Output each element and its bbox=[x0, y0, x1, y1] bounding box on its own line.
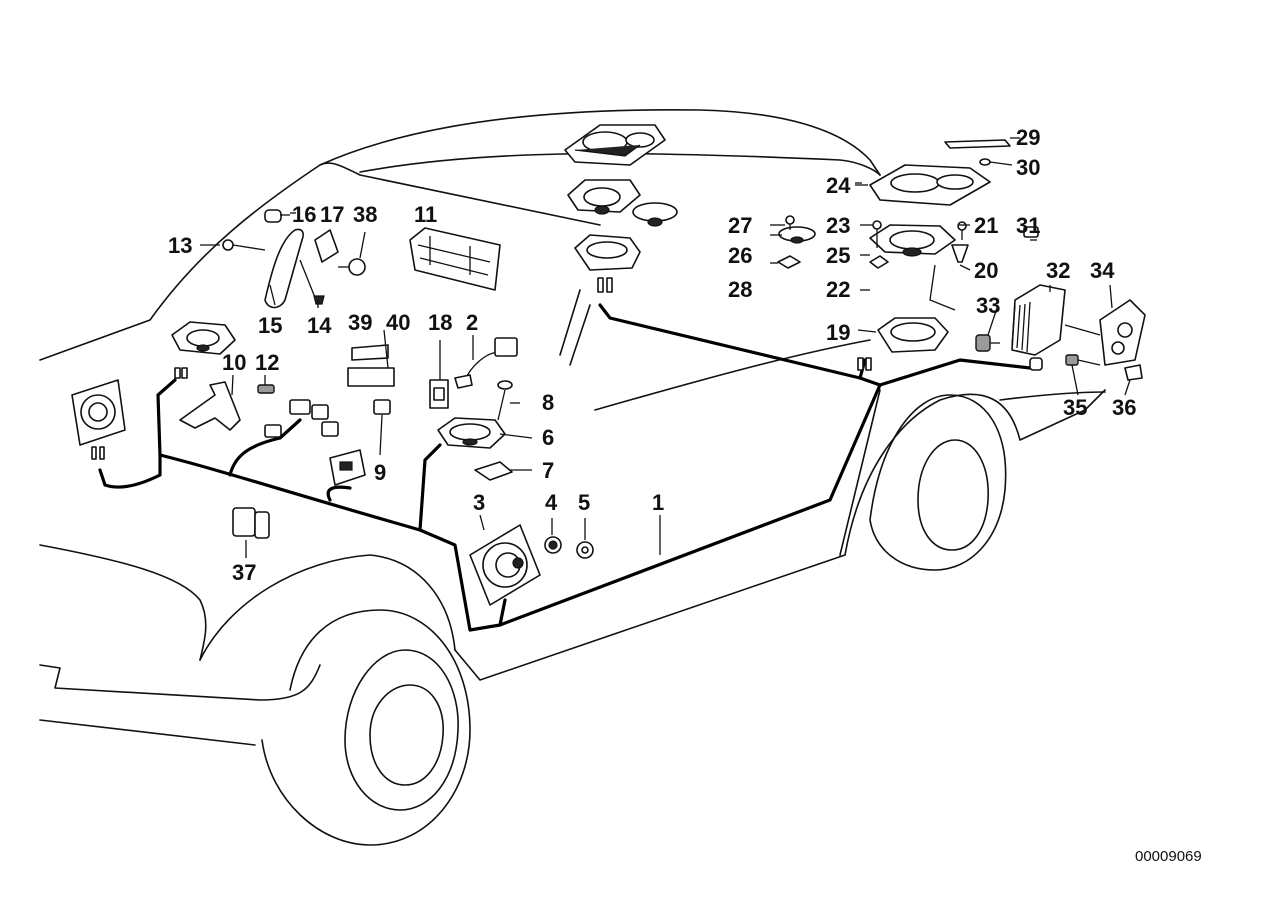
label-33: 33 bbox=[976, 293, 1000, 318]
label-22: 22 bbox=[826, 277, 850, 302]
label-25: 25 bbox=[826, 243, 850, 268]
part-8-screw bbox=[497, 380, 513, 421]
part-32-amplifier bbox=[1011, 284, 1066, 356]
label-9: 9 bbox=[374, 460, 386, 485]
front-kick-speaker bbox=[71, 379, 126, 460]
label-8: 8 bbox=[542, 390, 554, 415]
part-12-bolt bbox=[257, 384, 275, 394]
rear-shelf-grille-left bbox=[564, 124, 666, 166]
part-11-radio-bracket bbox=[409, 227, 501, 291]
part-39-40-labels bbox=[347, 344, 395, 387]
part-labels: 1 2 3 4 5 6 7 8 9 10 12 11 13 14 15 16 1… bbox=[168, 125, 1136, 585]
label-34: 34 bbox=[1090, 258, 1115, 283]
label-36: 36 bbox=[1112, 395, 1136, 420]
part-36-clip bbox=[1124, 364, 1143, 381]
label-37: 37 bbox=[232, 560, 256, 585]
label-3: 3 bbox=[473, 490, 485, 515]
part-35-screw bbox=[1065, 354, 1101, 366]
label-11: 11 bbox=[414, 202, 437, 227]
label-38: 38 bbox=[353, 202, 377, 227]
label-20: 20 bbox=[974, 258, 998, 283]
wiring-harness bbox=[98, 303, 1032, 632]
part-16-cap bbox=[264, 209, 282, 223]
part-9-connector bbox=[329, 449, 366, 486]
part-5-nut bbox=[576, 541, 594, 559]
part-20-clip bbox=[929, 221, 969, 311]
label-35: 35 bbox=[1063, 395, 1087, 420]
label-dashes bbox=[290, 182, 862, 214]
part-9-relay bbox=[373, 399, 391, 415]
label-19: 19 bbox=[826, 320, 850, 345]
label-40: 40 bbox=[386, 310, 410, 335]
label-27: 27 bbox=[728, 213, 752, 238]
rear-speaker-oval bbox=[567, 179, 678, 227]
label-4: 4 bbox=[545, 490, 558, 515]
part-17-tweeter bbox=[299, 229, 339, 306]
part-34-bracket bbox=[1064, 299, 1146, 366]
part-2-cable bbox=[454, 337, 518, 389]
label-29: 29 bbox=[1016, 125, 1040, 150]
part-33-grommet bbox=[975, 334, 1043, 371]
label-15: 15 bbox=[258, 313, 282, 338]
label-6: 6 bbox=[542, 425, 554, 450]
label-30: 30 bbox=[1016, 155, 1040, 180]
part-19-speaker bbox=[857, 317, 949, 371]
label-28: 28 bbox=[728, 277, 752, 302]
part-38-plug bbox=[338, 258, 366, 276]
label-26: 26 bbox=[728, 243, 752, 268]
part-18-switch bbox=[429, 379, 449, 409]
label-32: 32 bbox=[1046, 258, 1070, 283]
front-door-speaker-oval bbox=[171, 321, 236, 355]
label-24: 24 bbox=[826, 173, 851, 198]
leader-lines bbox=[200, 137, 1131, 558]
speaker-housing-center bbox=[574, 234, 641, 293]
part-6-speaker bbox=[437, 417, 506, 449]
part-4-washer bbox=[544, 536, 562, 554]
label-23: 23 bbox=[826, 213, 850, 238]
label-7: 7 bbox=[542, 458, 554, 483]
part-31-connector bbox=[1023, 226, 1039, 238]
part-10-bracket bbox=[174, 367, 241, 431]
car-body-outline bbox=[39, 109, 1106, 846]
label-10: 10 bbox=[222, 350, 246, 375]
part-25-speaker bbox=[869, 220, 956, 269]
part-7-bracket bbox=[474, 461, 513, 481]
label-21: 21 bbox=[974, 213, 998, 238]
label-31: 31 bbox=[1016, 213, 1040, 238]
label-39: 39 bbox=[348, 310, 372, 335]
label-14: 14 bbox=[307, 313, 332, 338]
label-12: 12 bbox=[255, 350, 279, 375]
part-26-tweeter bbox=[777, 215, 816, 269]
part-3-speaker bbox=[469, 524, 541, 606]
part-37-connector bbox=[232, 507, 270, 539]
catalog-number: 00009069 bbox=[1135, 848, 1202, 865]
label-17: 17 bbox=[320, 202, 344, 227]
label-13: 13 bbox=[168, 233, 192, 258]
rear-shelf-grille-right bbox=[869, 164, 991, 206]
part-15-pillar-trim bbox=[264, 228, 304, 309]
label-5: 5 bbox=[578, 490, 590, 515]
harness-connectors-front bbox=[264, 399, 339, 438]
part-29-strip bbox=[944, 139, 1011, 166]
label-18: 18 bbox=[428, 310, 452, 335]
label-1: 1 bbox=[652, 490, 664, 515]
label-2: 2 bbox=[466, 310, 478, 335]
label-16: 16 bbox=[292, 202, 316, 227]
part-13-screw bbox=[222, 239, 266, 251]
